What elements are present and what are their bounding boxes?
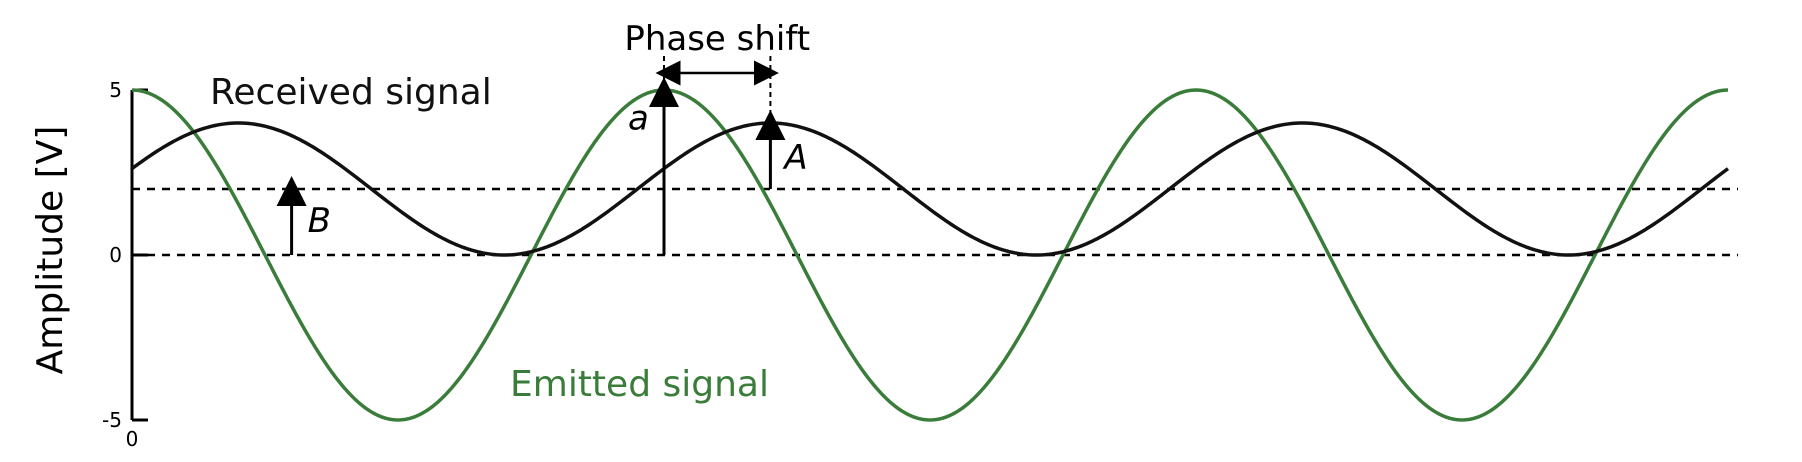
y-tick-label: 0 (109, 243, 122, 267)
label-A: A (782, 138, 807, 178)
annotations: aA B Phase shift (276, 19, 810, 255)
reference-lines (132, 187, 1738, 257)
y-axis-label: Amplitude [V] (30, 126, 71, 375)
series-line-emitted (131, 88, 1729, 422)
y-tick-label: 5 (109, 78, 122, 102)
series-group (130, 88, 1730, 422)
label-a: a (628, 99, 649, 139)
y-tick-label: -5 (102, 408, 122, 432)
series-label-received: Received signal (210, 72, 492, 113)
label-B: B (308, 201, 331, 241)
x-tick-label: 0 (126, 427, 139, 451)
phase-shift-label: Phase shift (624, 19, 810, 59)
y-ticks: 5 0 -5 (102, 78, 148, 432)
x-ticks: 0 (126, 427, 139, 451)
series-line-received (130, 121, 1730, 257)
series-label-emitted: Emitted signal (510, 364, 769, 405)
